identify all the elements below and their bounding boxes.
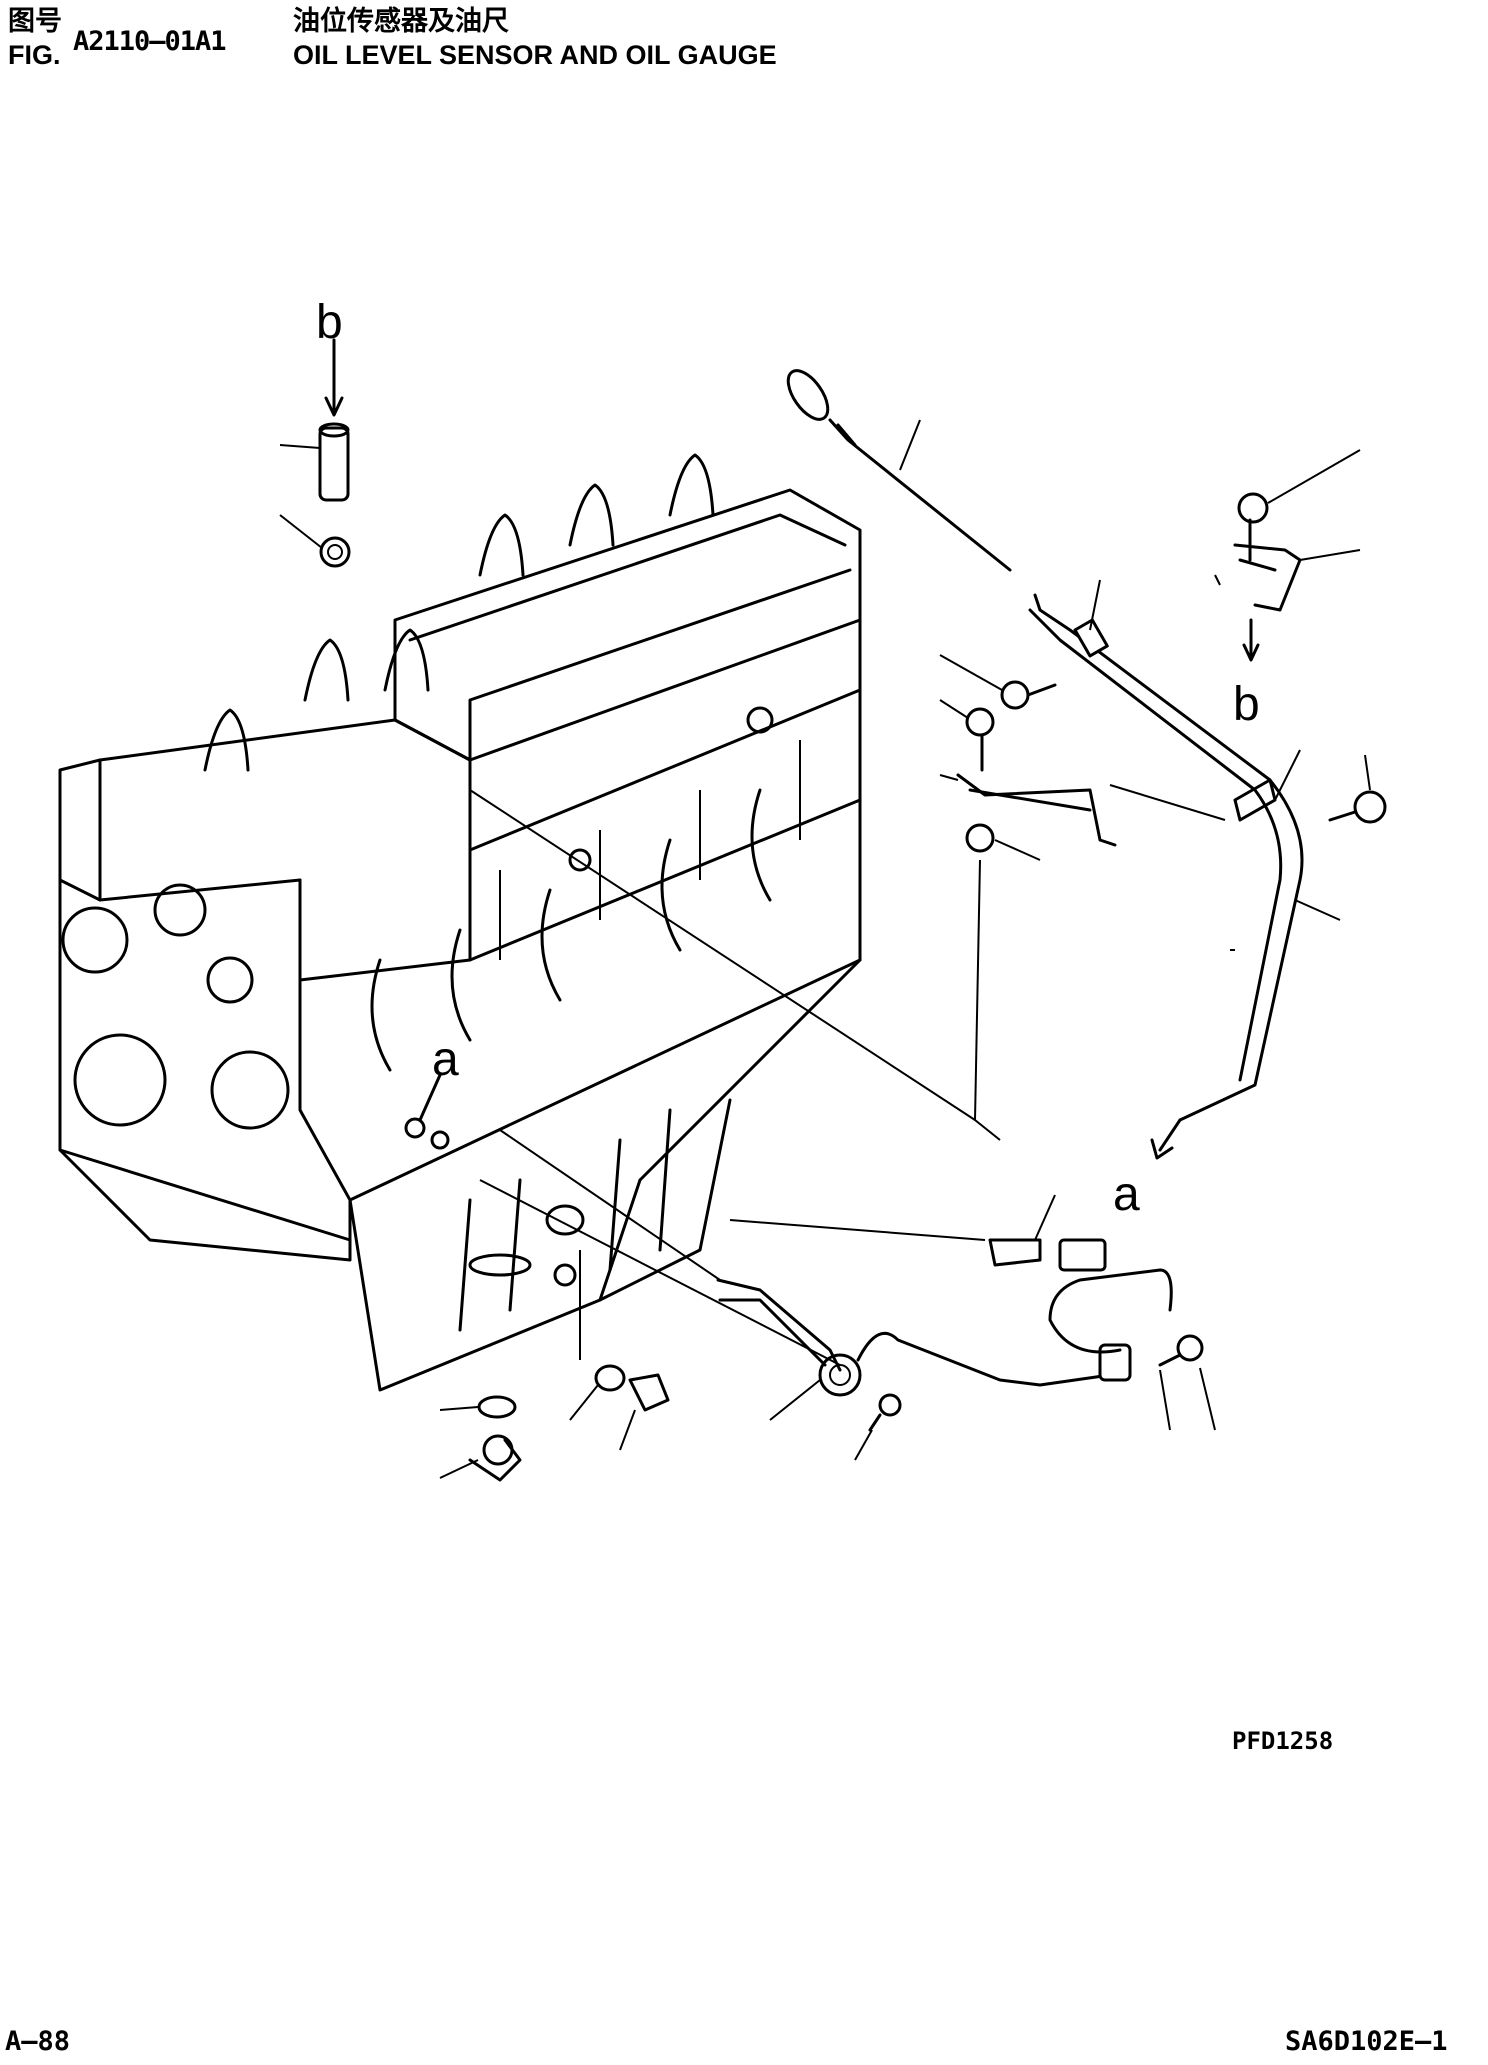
- sensor-clip: [988, 1238, 1042, 1267]
- callout-b-top: b: [316, 296, 343, 349]
- dipstick-guide-tube: [1028, 593, 1304, 1122]
- oil-level-sensor: [716, 1238, 1173, 1397]
- figure-number: A2110—01A1: [73, 26, 227, 57]
- figure-title-cn: 油位传感器及油尺: [293, 6, 509, 37]
- reference-code: PFD1258: [1232, 1727, 1334, 1755]
- spacer-and-nut: [318, 338, 351, 568]
- leader-lines: [279, 419, 1371, 1479]
- callout-a-left: a: [432, 1033, 459, 1086]
- engine-block: [58, 453, 862, 1392]
- figure-label-cn: 图号: [8, 6, 62, 37]
- drain-parts: [468, 1334, 1204, 1482]
- callout-a-right: a: [1113, 1168, 1140, 1221]
- callout-b-right: b: [1233, 678, 1260, 731]
- page-number: A—88: [5, 2026, 71, 2057]
- figure-title: OIL LEVEL SENSOR AND OIL GAUGE: [293, 40, 777, 70]
- model-code: SA6D102E—1: [1285, 2026, 1448, 2057]
- bolts-mid: [965, 680, 1387, 853]
- bracket-left: [956, 773, 1117, 847]
- clamp-bracket: [1233, 543, 1302, 612]
- figure-label: FIG.: [8, 40, 61, 70]
- bolt-upper-right: [1237, 492, 1269, 562]
- oil-dipstick: [786, 369, 1012, 572]
